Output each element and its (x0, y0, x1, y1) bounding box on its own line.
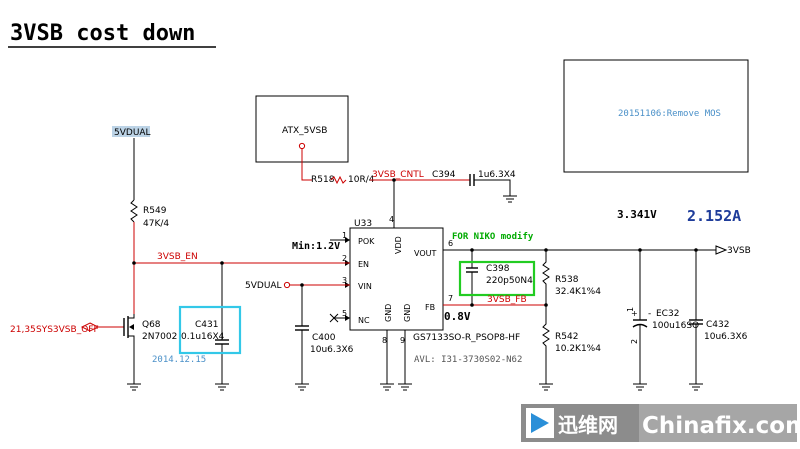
pin-en: EN (358, 260, 369, 269)
watermark-bg-en (639, 404, 797, 442)
note-out-voltage: 3.341V (617, 208, 657, 221)
q68-value: 2N7002 (142, 332, 177, 342)
r518-ref: R518 (311, 175, 335, 185)
c431-value: 0.1u16X4 (181, 332, 225, 342)
junction-cntl (392, 178, 396, 182)
c398-value: 220p50N4 (486, 276, 533, 286)
net-5vdual-top: 5VDUAL (114, 128, 151, 138)
atx-connector (298, 142, 306, 150)
net-sys3vsb-off: SYS3VSB_OFF (36, 325, 99, 335)
pin-num-1: 1 (342, 231, 347, 240)
net-highlight-5vdual (112, 126, 150, 137)
r542-resistor (542, 305, 550, 384)
off-port-symbol (80, 322, 100, 332)
ic-part: GS7133SO-R_PSOP8-HF (413, 333, 520, 343)
pin-fb: FB (425, 303, 435, 312)
highlight-c431 (178, 305, 242, 355)
ec32-pin2: 2 (630, 339, 639, 344)
pin-num-6: 6 (448, 239, 453, 248)
r538-value: 32.4K1%4 (555, 287, 601, 297)
pin-num-3: 3 (342, 276, 347, 285)
wire-atx (301, 148, 312, 181)
r542-value: 10.2K1%4 (555, 344, 601, 354)
pin-nc: NC (358, 316, 370, 325)
q68-ref: Q68 (142, 320, 161, 330)
r538-ref: R538 (555, 275, 579, 285)
arrow-nc (345, 315, 350, 321)
ec32-ref: EC32 (656, 309, 679, 319)
c394-value: 1u6.3X4 (478, 170, 516, 180)
pin-gnd-1: GND (384, 304, 393, 322)
watermark: 迅维网 Chinafix.com (521, 404, 800, 442)
q68-drain (128, 314, 135, 319)
vin-connector (283, 281, 291, 289)
ec32-plus: + (631, 309, 638, 318)
ic-u33-body (349, 227, 444, 331)
ec32-plate-b (632, 323, 648, 328)
c400-ref: C400 (312, 333, 336, 343)
r518-resistor (330, 175, 347, 185)
r538-resistor (542, 250, 550, 305)
note-fb-voltage: 0.8V (444, 310, 471, 323)
note-min-voltage: Min:1.2V (292, 240, 340, 252)
pin-pok: POK (358, 237, 375, 246)
pin-vout: VOUT (414, 249, 436, 258)
c432-ref: C432 (706, 320, 729, 330)
watermark-en: Chinafix.com (642, 413, 800, 439)
c431-ref: C431 (195, 320, 218, 330)
ic-ref: U33 (354, 219, 372, 229)
pin-num-8: 8 (382, 336, 387, 345)
pin-num-5: 5 (342, 309, 347, 318)
schematic-title: 3VSB cost down (10, 21, 195, 46)
watermark-logo-icon (531, 413, 549, 433)
ec32-pin1: 1 (626, 307, 635, 312)
pin-gnd-2: GND (403, 304, 412, 322)
r542-ref: R542 (555, 332, 578, 342)
junction-fb-c398 (470, 303, 474, 307)
pin-num-9: 9 (400, 336, 405, 345)
note-date-c431: 2014.12.15 (152, 355, 206, 365)
r549-value: 47K/4 (143, 219, 169, 229)
arrow-pok (345, 237, 350, 243)
net-3vsb-cntl: 3VSB_CNTL (372, 170, 424, 180)
wire-c394-gnd (474, 179, 511, 196)
highlight-c398 (458, 260, 536, 297)
q68-arrow (129, 324, 134, 330)
nc-x-b (329, 313, 339, 323)
note-box (563, 59, 749, 173)
net-3vsb-out: 3VSB (727, 246, 751, 256)
c398-ref: C398 (486, 264, 510, 274)
pin-num-4: 4 (389, 215, 394, 224)
pin-num-7: 7 (448, 294, 453, 303)
note-avl: AVL: I31-3730S02-N62 (414, 355, 522, 365)
watermark-cn: 迅维网 (558, 413, 618, 437)
c394-ref: C394 (432, 170, 456, 180)
net-3vsb-fb: 3VSB_FB (487, 295, 527, 305)
pin-vin: VIN (358, 282, 372, 291)
r549-ref: R549 (143, 206, 167, 216)
ec32-value: 100u16SO (652, 321, 699, 331)
ec32-minus: - (648, 309, 651, 319)
net-5vdual-vin: 5VDUAL (245, 281, 282, 291)
net-atx-5vsb: ATX_5VSB (282, 126, 327, 136)
note-niko-modify: FOR NIKO modify (452, 231, 534, 242)
pin-num-2: 2 (342, 254, 347, 263)
out-port-symbol (715, 245, 728, 255)
junction-en-left (132, 261, 136, 265)
net-3vsb-en: 3VSB_EN (157, 252, 198, 262)
q68-source (128, 335, 135, 384)
r518-value: 10R/4 (348, 175, 375, 185)
pin-vdd: VDD (394, 236, 403, 254)
c400-value: 10u6.3X6 (310, 345, 354, 355)
r549-resistor (130, 199, 138, 223)
note-out-current: 2.152A (687, 207, 741, 225)
net-off-ref: 21,35 (10, 325, 36, 335)
c432-value: 10u6.3X6 (704, 332, 748, 342)
note-remove-mos: 20151106:Remove MOS (618, 109, 721, 119)
